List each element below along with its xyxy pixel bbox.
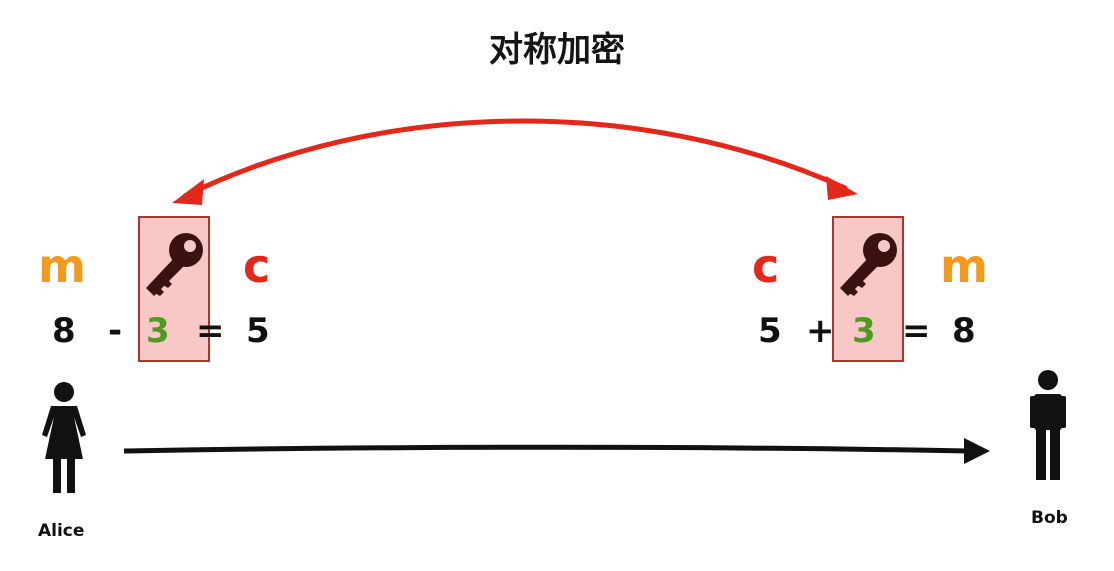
left-ciphertext-label: c: [243, 239, 271, 293]
male-person-icon: [1030, 370, 1066, 480]
right-eq-plaintext: 8: [952, 311, 976, 351]
right-eq-ciphertext: 5: [758, 311, 782, 351]
female-person-icon: [42, 382, 86, 493]
diagram-title: 对称加密: [489, 30, 625, 70]
right-key-box: [832, 216, 904, 362]
left-eq-key: 3: [146, 311, 170, 351]
right-eq-key: 3: [852, 311, 876, 351]
alice-label: Alice: [38, 521, 85, 541]
right-ciphertext-label: c: [752, 239, 780, 293]
right-eq-operator: +: [806, 311, 835, 351]
left-eq-operator: -: [108, 311, 123, 351]
left-eq-ciphertext: 5: [246, 311, 270, 351]
key-icon: [146, 233, 203, 296]
right-eq-equals: =: [902, 311, 931, 351]
right-plaintext-label: m: [940, 239, 988, 293]
left-key-box: [138, 216, 210, 362]
left-plaintext-label: m: [38, 239, 86, 293]
key-icon: [840, 233, 897, 296]
left-eq-equals: =: [196, 311, 225, 351]
bob-label: Bob: [1031, 508, 1068, 528]
left-eq-plaintext: 8: [52, 311, 76, 351]
